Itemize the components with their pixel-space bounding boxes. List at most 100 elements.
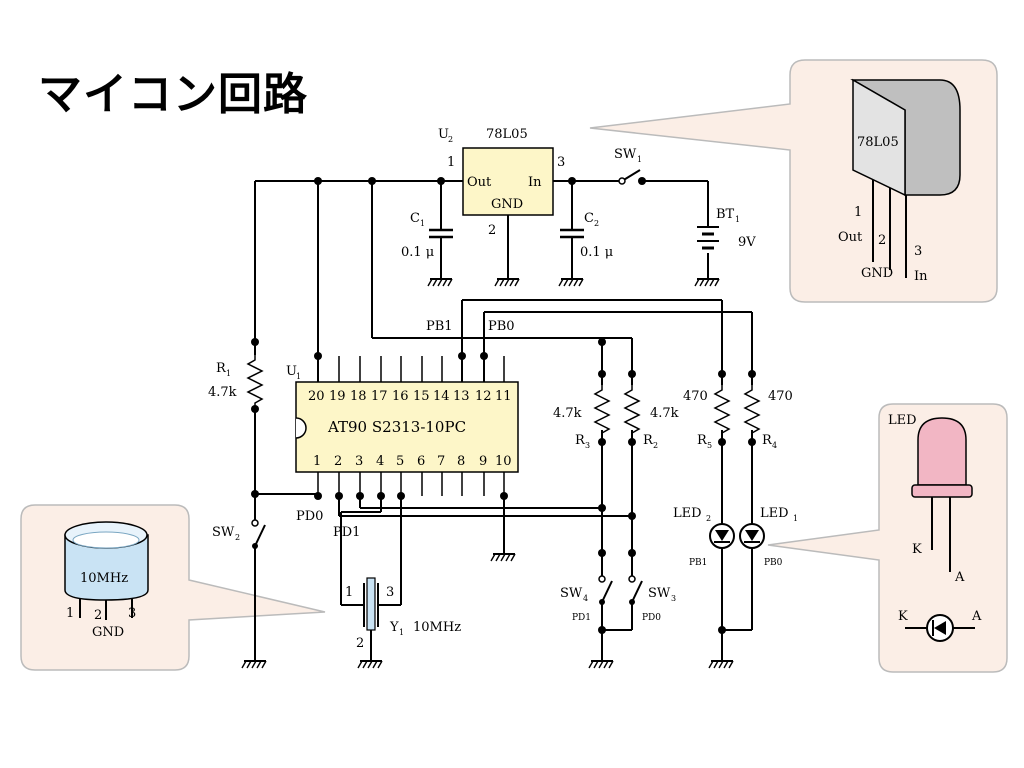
regulator-package-drawing: 78L05	[850, 78, 961, 278]
c1-ref: C	[410, 211, 420, 226]
mcu-pin-9: 9	[479, 454, 487, 469]
r5-ref-sub: 5	[707, 441, 712, 450]
r2-ref: R	[643, 433, 654, 448]
callout-led-title: LED	[888, 413, 917, 428]
mcu-pin-12: 12	[475, 389, 492, 404]
mcu-pin-2: 2	[334, 454, 342, 469]
bt1-ref-sub: 1	[735, 215, 740, 224]
resistor-r5: 470 R 5	[683, 385, 731, 450]
regulator-pin1: 1	[447, 155, 455, 170]
r2-value: 4.7k	[650, 406, 679, 421]
led1-net: PB0	[764, 558, 783, 568]
y1-pin3: 3	[386, 585, 394, 600]
led2-ref: LED	[673, 506, 702, 521]
y1-ref: Y	[389, 620, 399, 635]
battery-bt1: BT 1 9V	[697, 207, 756, 250]
callout-crystal-label: 10MHz	[80, 571, 128, 586]
callout-regulator-part: 78L05	[857, 135, 899, 150]
r4-ref-sub: 4	[772, 441, 777, 450]
sw1-ref-sub: 1	[637, 155, 642, 164]
mcu-ref-sub: 1	[296, 372, 301, 381]
switch-sw2: SW 2	[212, 519, 266, 549]
led1-ref: LED	[760, 506, 789, 521]
led-package-drawing	[911, 417, 973, 572]
regulator-ref: U	[438, 127, 449, 142]
net-label-pd0: PD0	[296, 509, 323, 524]
led-led2: LED 2 PB1	[673, 506, 735, 568]
switch-sw1: SW 1	[614, 147, 642, 185]
mcu-pin-4: 4	[376, 454, 384, 469]
crystal-package-drawing	[64, 521, 149, 620]
callout-regulator-n2: 2	[878, 233, 886, 248]
regulator-part: 78L05	[486, 127, 528, 142]
sw1-ref: SW	[614, 147, 637, 162]
callout-led-k2: K	[898, 609, 908, 624]
mcu-pin-19: 19	[329, 389, 346, 404]
resistor-r1: R 1 4.7k	[208, 355, 264, 408]
mcu-pin-10: 10	[495, 454, 512, 469]
wires	[254, 180, 753, 660]
mcu-pin-6: 6	[417, 454, 425, 469]
callout-crystal-gnd: GND	[92, 625, 124, 640]
r1-ref: R	[216, 361, 227, 376]
r3-value: 4.7k	[553, 406, 582, 421]
regulator-pin2: 2	[488, 223, 496, 238]
sw2-ref: SW	[212, 525, 235, 540]
mcu-pin-18: 18	[350, 389, 367, 404]
sw4-net: PD1	[572, 613, 591, 623]
regulator-ref-sub: 2	[448, 135, 453, 144]
net-label-pb1: PB1	[426, 319, 453, 334]
callout-regulator-n3: 3	[914, 244, 922, 259]
c2-ref-sub: 2	[594, 219, 599, 228]
slide-title: マイコン回路	[38, 69, 308, 120]
led2-net: PB1	[689, 558, 707, 568]
net-label-pd1: PD1	[333, 525, 360, 540]
mcu-bottom-pin-labels: 1 2 3 4 5 6 7 8 9 10	[313, 454, 512, 469]
y1-pin2: 2	[356, 636, 364, 651]
callout-crystal-n2: 2	[94, 608, 102, 623]
r3-ref: R	[575, 433, 586, 448]
r5-ref: R	[697, 433, 708, 448]
regulator-pin-in: In	[528, 175, 542, 190]
r3-ref-sub: 3	[585, 441, 590, 450]
net-label-pb0: PB0	[488, 319, 515, 334]
resistor-r4: 470 R 4	[743, 385, 793, 450]
mcu-pin-8: 8	[457, 454, 465, 469]
r1-ref-sub: 1	[226, 369, 231, 378]
y1-value: 10MHz	[413, 620, 461, 635]
r1-value: 4.7k	[208, 385, 237, 400]
r2-ref-sub: 2	[653, 441, 658, 450]
callout-regulator-out: Out	[838, 230, 863, 245]
mcu-pin-3: 3	[355, 454, 363, 469]
sw4-ref: SW	[560, 586, 583, 601]
mcu-pin-13: 13	[453, 389, 470, 404]
regulator-pin3: 3	[557, 155, 565, 170]
resistor-r3: 4.7k R 3	[553, 385, 611, 450]
junctions	[251, 177, 756, 634]
mcu-pin-15: 15	[413, 389, 430, 404]
regulator-pin-out: Out	[467, 175, 492, 190]
sw4-ref-sub: 4	[583, 594, 588, 603]
callout-regulator: 78L05 1 Out 2 GND 3 In	[589, 59, 998, 303]
y1-ref-sub: 1	[399, 628, 404, 637]
mcu-pin-5: 5	[396, 454, 404, 469]
callout-regulator-in: In	[914, 269, 928, 284]
sw2-ref-sub: 2	[235, 533, 240, 542]
c1-ref-sub: 1	[420, 219, 425, 228]
sw3-ref: SW	[648, 586, 671, 601]
bt1-ref: BT	[716, 207, 735, 222]
regulator-u2: Out In GND 78L05 U 2 1 3 2	[438, 127, 565, 238]
led2-ref-sub: 2	[706, 514, 711, 523]
mcu-pin-1: 1	[313, 454, 321, 469]
c2-ref: C	[584, 211, 594, 226]
c2-value: 0.1 μ	[580, 245, 613, 260]
mcu-pin-14: 14	[433, 389, 450, 404]
led1-ref-sub: 1	[793, 514, 798, 523]
callout-crystal-n3: 3	[128, 606, 136, 621]
switch-sw3: SW 3 PD0	[628, 575, 676, 623]
bt1-value: 9V	[738, 235, 756, 250]
mcu-top-pin-labels: 20 19 18 17 16 15 14 13 12 11	[308, 389, 512, 404]
mcu-pin-17: 17	[371, 389, 388, 404]
led-led1: LED 1 PB0	[739, 506, 798, 568]
